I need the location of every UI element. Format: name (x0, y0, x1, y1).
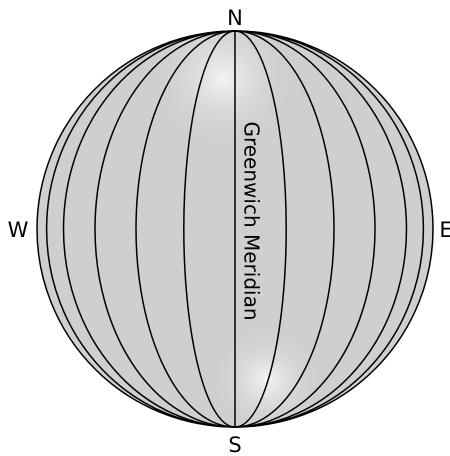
south-label: S (228, 433, 241, 456)
north-label: N (227, 6, 243, 30)
west-label: W (8, 218, 29, 242)
greenwich-meridian-label: Greenwich Meridian (240, 121, 264, 320)
east-label: E (439, 218, 450, 242)
